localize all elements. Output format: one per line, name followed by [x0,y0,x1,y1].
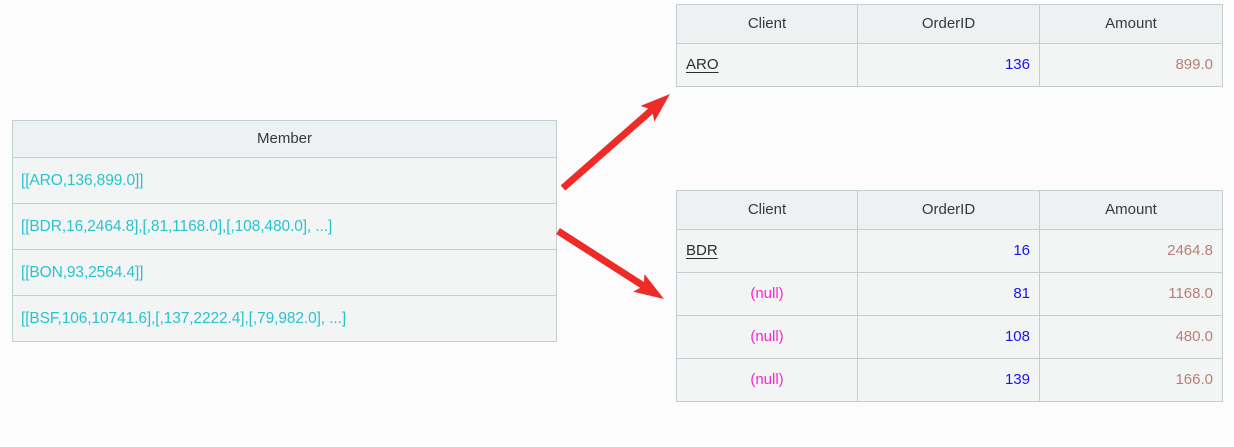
client-link[interactable]: ARO [686,56,719,73]
client-null-cell[interactable]: (null) [676,272,858,316]
orderid-cell[interactable]: 108 [857,315,1040,359]
detail-grid-bottom-header: Client OrderID Amount [676,190,1223,230]
column-header-amount[interactable]: Amount [1039,4,1223,44]
table-row[interactable]: [[BON,93,2564.4]] [12,249,557,296]
member-grid-body: [[ARO,136,899.0]][[BDR,16,2464.8],[,81,1… [12,157,557,342]
client-null-cell[interactable]: (null) [676,358,858,402]
client-null-cell[interactable]: (null) [676,315,858,359]
table-row[interactable]: [[BDR,16,2464.8],[,81,1168.0],[,108,480.… [12,203,557,250]
table-row[interactable]: [[BSF,106,10741.6],[,137,2222.4],[,79,98… [12,295,557,342]
amount-cell[interactable]: 1168.0 [1039,272,1223,316]
column-header-client[interactable]: Client [676,190,858,230]
client-cell[interactable]: ARO [676,43,858,87]
detail-grid-top-header: Client OrderID Amount [676,4,1223,44]
table-row[interactable]: [[ARO,136,899.0]] [12,157,557,204]
orderid-cell[interactable]: 139 [857,358,1040,402]
table-header-row: Client OrderID Amount [676,190,1223,230]
arrow-to-bottom-detail [556,228,664,299]
orderid-cell[interactable]: 81 [857,272,1040,316]
column-header-orderid[interactable]: OrderID [857,190,1040,230]
column-header-amount[interactable]: Amount [1039,190,1223,230]
column-header-member[interactable]: Member [12,120,557,158]
amount-cell[interactable]: 166.0 [1039,358,1223,402]
member-grid-header: Member [12,120,557,158]
client-link[interactable]: BDR [686,242,718,259]
orderid-cell[interactable]: 136 [857,43,1040,87]
amount-cell[interactable]: 2464.8 [1039,229,1223,273]
table-header-row: Member [12,120,557,158]
table-header-row: Client OrderID Amount [676,4,1223,44]
orderid-cell[interactable]: 16 [857,229,1040,273]
client-cell[interactable]: BDR [676,229,858,273]
member-cell[interactable]: [[BDR,16,2464.8],[,81,1168.0],[,108,480.… [12,203,557,250]
member-cell[interactable]: [[ARO,136,899.0]] [12,157,557,204]
member-grid: Member [[ARO,136,899.0]][[BDR,16,2464.8]… [12,120,557,342]
amount-cell[interactable]: 480.0 [1039,315,1223,359]
amount-cell[interactable]: 899.0 [1039,43,1223,87]
arrow-to-top-detail [560,94,670,191]
member-cell[interactable]: [[BON,93,2564.4]] [12,249,557,296]
column-header-orderid[interactable]: OrderID [857,4,1040,44]
member-cell[interactable]: [[BSF,106,10741.6],[,137,2222.4],[,79,98… [12,295,557,342]
column-header-client[interactable]: Client [676,4,858,44]
